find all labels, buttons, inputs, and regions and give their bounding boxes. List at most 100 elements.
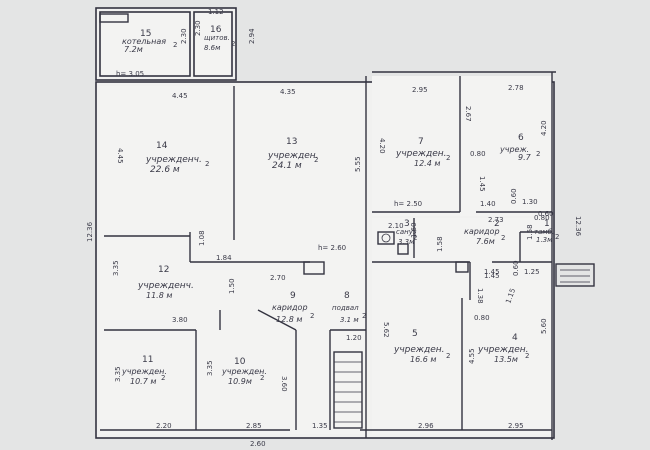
dim-label: 1.12 [208, 8, 224, 16]
dim-label: 2.96 [418, 422, 434, 430]
room-5-area-sup: 2 [446, 352, 450, 360]
dim-label: h= 3.05 [116, 70, 144, 78]
dim-label: 0.60 [512, 260, 520, 276]
dim-label: 3.35 [206, 360, 214, 376]
room-6-name: учреж. [499, 145, 529, 154]
room-11-number: 11 [142, 355, 153, 365]
room-9-area: 12.8 м [276, 315, 302, 324]
dim-label: 0.60 [510, 188, 518, 204]
room-6-area-sup: 2 [536, 150, 540, 158]
room-15-number: 15 [140, 29, 151, 39]
dim-label: 2.10 [388, 222, 404, 230]
room-2-area-sup: 2 [501, 234, 505, 242]
dim-label: 2.60 [250, 440, 266, 448]
room-16-name: щитов. [204, 34, 230, 42]
room-1-area: 1.3м [536, 236, 553, 244]
dim-label: 4.55 [468, 348, 476, 364]
dim-label: 2.78 [508, 84, 524, 92]
dim-label: 2.30 [194, 20, 202, 36]
room-7-name: учрежден. [395, 149, 447, 159]
room-10-area-sup: 2 [260, 374, 264, 382]
dim-label: 1.08 [198, 230, 206, 246]
room-7-area: 12.4 м [414, 159, 440, 168]
room-10-area: 10.9м [228, 377, 252, 386]
dim-label: 12.36 [574, 216, 582, 237]
room-4-number: 4 [512, 333, 518, 343]
dim-label: 4.35 [280, 88, 296, 96]
dim-label: h= 2.60 [318, 244, 346, 252]
room-15-area-sup: 2 [173, 41, 177, 49]
room-5-number: 5 [412, 329, 418, 339]
dim-label: 2.94 [248, 28, 256, 44]
dim-label: 3.60 [280, 376, 288, 392]
dim-label: 0.60 [538, 210, 554, 218]
dim-label: 4.45 [172, 92, 188, 100]
walls [95, 7, 595, 440]
dim-label: 3.35 [114, 366, 122, 382]
room-1-name: тамб. [534, 228, 554, 236]
dim-label: 2.70 [270, 274, 286, 282]
room-9-area-sup: 2 [310, 312, 314, 320]
room-1-number: 1 [544, 219, 550, 229]
room-labels: 15 котельная 7.2м 2 16 щитов. 8.6м 2 14 … [121, 25, 559, 386]
room-14-area-sup: 2 [205, 160, 209, 168]
dim-label: 3.80 [172, 316, 188, 324]
room-4-area-sup: 2 [525, 352, 529, 360]
dim-label: 5.55 [354, 156, 362, 172]
room-9-name: каридор [272, 303, 308, 312]
dim-label: 1.58 [436, 236, 444, 252]
dim-label: 1.50 [228, 278, 236, 294]
dim-label: 1.45 [478, 176, 486, 192]
room-9-number: 9 [290, 291, 296, 301]
dimension-labels: 1.12 2.30 2.30 2.94 h= 3.05 4.45 4.35 2.… [86, 8, 582, 448]
dim-label: 2.30 [180, 28, 188, 44]
dim-label: 1.45 [484, 268, 500, 276]
room-15-name: котельная [122, 37, 166, 46]
room-8-area-sup: 2 [362, 312, 366, 320]
room-7-number: 7 [418, 137, 424, 147]
room-14-area: 22.6 м [150, 165, 180, 175]
room-8-number: 8 [344, 291, 350, 301]
dim-label: 2.67 [464, 106, 472, 122]
room-13-name: учрежден. [267, 151, 319, 161]
room-12-area: 11.8 м [146, 291, 172, 300]
room-11-name: учрежден. [121, 367, 167, 376]
room-15-area: 7.2м [124, 45, 143, 54]
dim-label: 2.85 [246, 422, 262, 430]
room-1-area-sup: 2 [555, 233, 559, 241]
dim-label: 1.58 [526, 224, 534, 240]
room-3-number: 3 [404, 219, 410, 229]
room-14-number: 14 [156, 141, 168, 151]
dim-label: 1.60 [410, 222, 418, 238]
room-2-number: 2 [494, 219, 500, 229]
dim-label: 1.40 [480, 200, 496, 208]
dim-label: 1.45 [484, 272, 500, 280]
dim-label: h= 2.50 [394, 200, 422, 208]
dim-label: 2.95 [508, 422, 524, 430]
room-16-number: 16 [210, 25, 222, 35]
room-10-name: учрежден. [221, 367, 267, 376]
room-8-area: 3.1 м [340, 316, 359, 324]
room-11-area-sup: 2 [161, 374, 165, 382]
room-5-name: учрежден. [393, 345, 445, 355]
room-4-name: учрежден. [477, 345, 529, 355]
dim-label: 1.38 [476, 288, 484, 304]
room-12-number: 12 [158, 265, 169, 275]
room-7-area-sup: 2 [446, 154, 450, 162]
dim-label: 5.62 [382, 322, 390, 338]
dim-label: 2.73 [488, 216, 504, 224]
room-3-area: 3.3м [398, 238, 415, 246]
room-5-area: 16.6 м [410, 355, 436, 364]
room-6-area: 9.7 [518, 153, 532, 162]
room-13-area-sup: 2 [314, 156, 318, 164]
dim-label: 0.80 [534, 214, 550, 222]
dim-label: 4.20 [378, 138, 386, 154]
room-13-area: 24.1 м [272, 161, 302, 171]
room-12-name: учрежденч. [137, 281, 194, 291]
room-3-name: сануз [396, 228, 417, 236]
dim-label: 12.36 [86, 221, 94, 242]
room-4-area: 13.5м [494, 355, 518, 364]
dim-label: 1.35 [312, 422, 328, 430]
dim-label: 1.84 [216, 254, 232, 262]
